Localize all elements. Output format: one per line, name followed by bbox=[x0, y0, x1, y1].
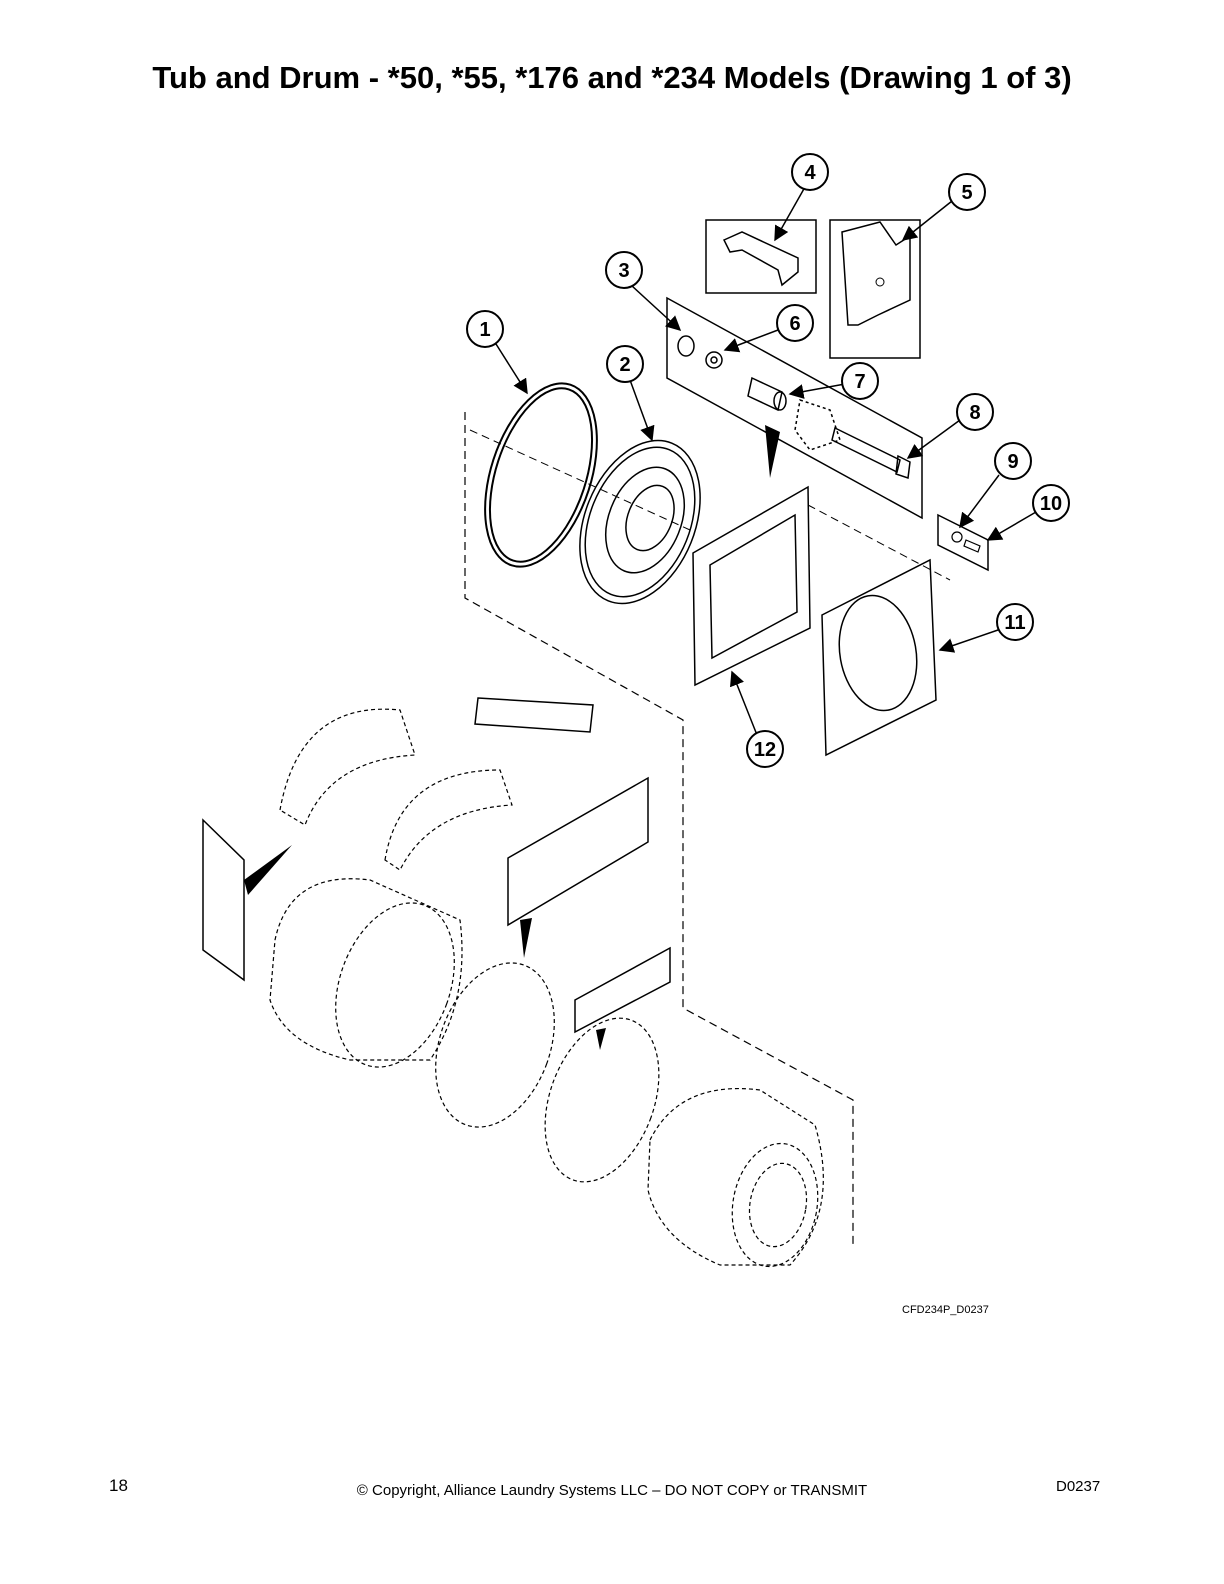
part-9-10-inset bbox=[937, 513, 989, 572]
svg-text:2: 2 bbox=[619, 354, 630, 376]
callout-4: 4 bbox=[791, 153, 829, 191]
lower-hardware-insets bbox=[202, 697, 671, 1034]
callouts: 1 2 3 4 5 6 7 8 9 10 11 12 bbox=[466, 153, 1070, 768]
part-2-bearing-plate bbox=[579, 439, 701, 605]
svg-text:12: 12 bbox=[754, 739, 776, 761]
shaft-hardware-inset bbox=[666, 296, 923, 520]
callout-2: 2 bbox=[606, 345, 644, 383]
callout-9: 9 bbox=[994, 442, 1032, 480]
svg-text:6: 6 bbox=[789, 313, 800, 335]
page-title: Tub and Drum - *50, *55, *176 and *234 M… bbox=[152, 60, 1072, 95]
part-12-mounting-plate bbox=[692, 485, 811, 687]
svg-text:4: 4 bbox=[804, 162, 816, 184]
copyright-notice: © Copyright, Alliance Laundry Systems LL… bbox=[356, 1482, 868, 1499]
callout-3: 3 bbox=[605, 251, 643, 289]
svg-text:9: 9 bbox=[1007, 451, 1018, 473]
callout-7: 7 bbox=[841, 362, 879, 400]
part-1-gasket-ring bbox=[484, 382, 598, 568]
svg-text:1: 1 bbox=[479, 319, 490, 341]
phantom-tub-assembly bbox=[269, 708, 824, 1268]
svg-text:8: 8 bbox=[969, 402, 980, 424]
svg-text:3: 3 bbox=[618, 260, 629, 282]
callout-11: 11 bbox=[996, 603, 1034, 641]
callout-1: 1 bbox=[466, 310, 504, 348]
svg-text:10: 10 bbox=[1040, 493, 1062, 515]
drawing-id-label: CFD234P_D0237 bbox=[902, 1304, 989, 1316]
svg-text:5: 5 bbox=[961, 182, 972, 204]
page-number: 18 bbox=[109, 1476, 128, 1495]
document-id: D0237 bbox=[1056, 1478, 1101, 1495]
part-4-clip-inset bbox=[705, 219, 817, 294]
part-5-bracket-inset bbox=[829, 219, 921, 359]
part-11-rear-panel bbox=[821, 558, 937, 757]
callout-8: 8 bbox=[956, 393, 994, 431]
callout-6: 6 bbox=[776, 304, 814, 342]
assembly-boundary bbox=[464, 412, 854, 1245]
callout-5: 5 bbox=[948, 173, 986, 211]
leader-lines bbox=[495, 186, 1037, 736]
svg-text:7: 7 bbox=[854, 371, 865, 393]
callout-10: 10 bbox=[1032, 484, 1070, 522]
callout-12: 12 bbox=[746, 730, 784, 768]
svg-text:11: 11 bbox=[1004, 612, 1025, 634]
